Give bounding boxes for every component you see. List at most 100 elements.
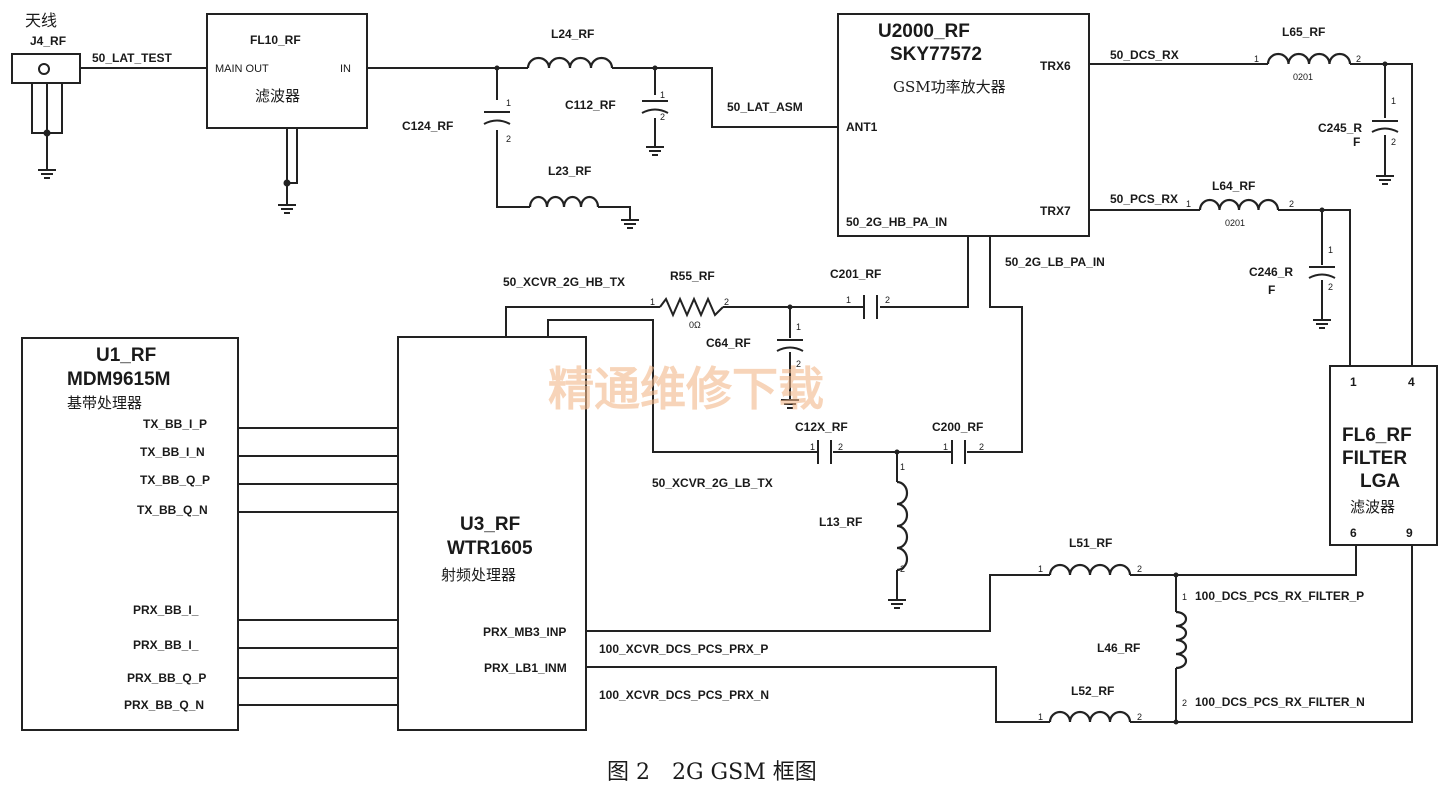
svg-text:1: 1	[650, 297, 655, 307]
l46-label: L46_RF	[1097, 641, 1140, 655]
figure-caption: 图 2 2G GSM 框图	[607, 760, 817, 785]
transceiver-desc: 射频处理器	[441, 566, 516, 584]
baseband-part: MDM9615M	[67, 369, 170, 390]
svg-text:2: 2	[1391, 137, 1396, 147]
svg-text:2: 2	[724, 297, 729, 307]
baseband-box	[21, 337, 239, 731]
net-prx-p: 100_XCVR_DCS_PCS_PRX_P	[599, 642, 768, 656]
svg-text:1: 1	[1254, 54, 1259, 64]
l64-inductor	[1198, 198, 1280, 211]
svg-text:2: 2	[1137, 564, 1142, 574]
l51-inductor	[1048, 563, 1132, 576]
c12x-label: C12X_RF	[795, 420, 848, 434]
fl10-ref: FL10_RF	[250, 33, 301, 47]
svg-text:1: 1	[1186, 199, 1191, 209]
baseband-pin-prx-i-a: PRX_BB_I_	[133, 603, 199, 617]
net-hb-tx: 50_XCVR_2G_HB_TX	[503, 275, 625, 289]
baseband-pin-prx-i-b: PRX_BB_I_	[133, 638, 199, 652]
baseband-pin-prx-q-p: PRX_BB_Q_P	[127, 671, 206, 685]
transceiver-box	[397, 336, 587, 731]
pa-pin-trx6: TRX6	[1040, 59, 1071, 73]
l23-label: L23_RF	[548, 164, 591, 178]
net-filter-n: 100_DCS_PCS_RX_FILTER_N	[1195, 695, 1365, 709]
svg-text:1: 1	[796, 322, 801, 332]
svg-text:1: 1	[1391, 96, 1396, 106]
fl6-filter-box	[1329, 365, 1438, 546]
svg-text:2: 2	[660, 112, 665, 122]
pa-pin-trx7: TRX7	[1040, 204, 1071, 218]
junction-dots	[43, 61, 1388, 725]
antenna-label: 天线	[25, 11, 57, 30]
fl10-filter-box	[206, 13, 368, 129]
svg-text:1: 1	[810, 442, 815, 452]
transceiver-ref: U3_RF	[460, 514, 520, 535]
net-lb-tx: 50_XCVR_2G_LB_TX	[652, 476, 773, 490]
c246-label-b: F	[1268, 283, 1275, 297]
svg-text:1: 1	[900, 462, 905, 472]
l51-label: L51_RF	[1069, 536, 1112, 550]
fl6-pkg: LGA	[1360, 471, 1400, 492]
l46-inductor	[1175, 610, 1188, 670]
baseband-pin-tx-q-p: TX_BB_Q_P	[140, 473, 210, 487]
svg-text:2: 2	[1356, 54, 1361, 64]
c124-capacitor	[483, 111, 511, 125]
c245-label-a: C245_R	[1318, 121, 1362, 135]
svg-text:2: 2	[1137, 712, 1142, 722]
pa-part: SKY77572	[890, 44, 982, 65]
c246-label-a: C246_R	[1249, 265, 1293, 279]
fl10-desc: 滤波器	[255, 87, 300, 105]
watermark: 精通维修下载	[548, 362, 824, 416]
l52-label: L52_RF	[1071, 684, 1114, 698]
svg-text:1: 1	[660, 90, 665, 100]
svg-text:2: 2	[506, 134, 511, 144]
svg-text:1: 1	[1328, 245, 1333, 255]
net-dcs-rx: 50_DCS_RX	[1110, 48, 1179, 62]
c64-label: C64_RF	[706, 336, 751, 350]
l52-inductor	[1048, 710, 1132, 723]
c246-capacitor	[1308, 266, 1336, 279]
pa-pin-hb-in: 50_2G_HB_PA_IN	[846, 215, 947, 229]
net-prx-n: 100_XCVR_DCS_PCS_PRX_N	[599, 688, 769, 702]
pa-ref: U2000_RF	[878, 21, 970, 42]
fl10-pin-in: IN	[340, 63, 351, 75]
net-lb-pa-in: 50_2G_LB_PA_IN	[1005, 255, 1105, 269]
antenna-connector	[11, 53, 81, 84]
svg-text:2: 2	[1289, 199, 1294, 209]
svg-text:2: 2	[885, 295, 890, 305]
fl6-desc: 滤波器	[1350, 498, 1395, 516]
svg-text:2: 2	[796, 359, 801, 369]
svg-text:1: 1	[1038, 564, 1043, 574]
l64-label: L64_RF	[1212, 179, 1255, 193]
r55-resistor	[659, 296, 724, 318]
baseband-pin-tx-q-n: TX_BB_Q_N	[137, 503, 208, 517]
svg-text:2: 2	[979, 442, 984, 452]
wires	[31, 63, 1413, 723]
l13-label: L13_RF	[819, 515, 862, 529]
c112-label: C112_RF	[565, 98, 616, 112]
baseband-pin-prx-q-n: PRX_BB_Q_N	[124, 698, 204, 712]
svg-text:2: 2	[838, 442, 843, 452]
l65-label: L65_RF	[1282, 25, 1325, 39]
net-filter-p: 100_DCS_PCS_RX_FILTER_P	[1195, 589, 1364, 603]
r55-label: R55_RF	[670, 269, 715, 283]
r55-value: 0Ω	[689, 320, 701, 330]
antenna-port-icon	[38, 63, 50, 75]
svg-text:2: 2	[1182, 698, 1187, 708]
l65-inductor	[1266, 52, 1352, 65]
c12x-capacitor	[817, 440, 832, 464]
c201-label: C201_RF	[830, 267, 881, 281]
l23-inductor	[528, 195, 600, 208]
c200-label: C200_RF	[932, 420, 983, 434]
svg-text:2: 2	[1328, 282, 1333, 292]
ground-symbols	[38, 146, 1394, 609]
c245-label-b: F	[1353, 135, 1360, 149]
fl10-pin-main: MAIN OUT	[215, 63, 269, 75]
fl6-pin-1: 1	[1350, 375, 1357, 389]
fl6-pin-6: 6	[1350, 526, 1357, 540]
transceiver-part: WTR1605	[447, 538, 533, 559]
fl6-pin-9: 9	[1406, 526, 1413, 540]
fl6-pin-4: 4	[1408, 375, 1415, 389]
pa-pin-ant1: ANT1	[846, 120, 878, 134]
